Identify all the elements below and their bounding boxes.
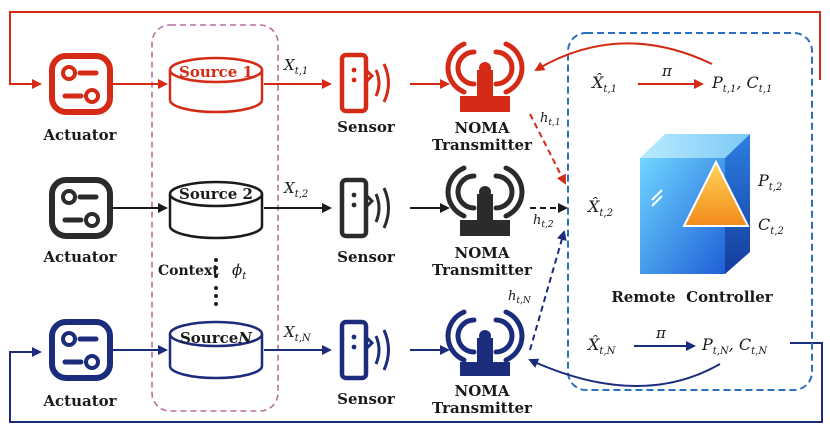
output-label: Pt,N, Ct,N [701,335,768,357]
output-label: Pt,1, Ct,1 [711,73,772,95]
return-arc-1 [534,42,713,72]
context-label: Context [158,263,219,279]
feedback-loop-rowN [9,342,823,423]
feedback-loop-row1 [9,11,821,89]
ellipsis-dots [214,258,218,306]
controller-box [567,32,813,391]
database-cylinder-icon [168,56,264,114]
transmitter-label-line1: NOMA [454,119,509,137]
sensor-wave-icon [339,52,390,114]
signal-label: Xt,N [283,323,312,344]
channel-label: ht,2 [533,213,554,230]
controller-label: Remote Controller [611,288,773,306]
transmitter-label-line2: Transmitter [432,399,533,417]
radio-tower-icon [445,309,525,376]
channel-label: ht,1 [540,111,561,128]
signal-label: Xt,2 [283,179,308,200]
sensor-wave-icon [339,177,390,239]
context-box [151,24,279,412]
server-tower-icon [640,134,750,274]
output-label-c: Ct,2 [758,215,784,237]
transmitter-label-line2: Transmitter [432,136,533,154]
estimate-label: X̂t,2 [586,197,613,219]
estimate-label: X̂t,1 [590,73,617,95]
policy-label: π [655,324,667,342]
return-arc-n [528,358,721,388]
channel-label: ht,N [508,289,532,306]
sensor-label: Sensor [337,390,396,408]
signal-label: Xt,1 [283,56,308,77]
actuator-icon [49,177,113,239]
sensor-wave-icon [339,319,390,381]
output-label-p: Pt,2 [757,171,782,193]
transmitter-label-line2: Transmitter [432,261,533,279]
transmitter-label-line1: NOMA [454,244,509,262]
transmitter-label-line1: NOMA [454,382,509,400]
source-label: Source 1 [179,63,253,81]
context-symbol: ϕt [232,261,247,282]
radio-tower-icon [445,165,525,236]
channel-arrow-n [529,230,567,351]
policy-label: π [661,62,673,80]
estimate-label: X̂t,N [586,335,617,357]
radio-tower-icon [445,41,525,112]
actuator-label: Actuator [42,392,117,410]
source-label: Source 2 [179,185,253,203]
actuator-icon [49,53,113,115]
row-2: Actuator Source 2 Xt,2 Sensor [42,165,784,279]
channel-arrow-1 [529,113,566,185]
sensor-label: Sensor [337,248,396,266]
actuator-label: Actuator [42,126,117,144]
actuator-icon [49,319,113,381]
row-1: Actuator Source 1 Xt,1 Sensor [42,41,772,185]
actuator-label: Actuator [42,248,117,266]
database-cylinder-icon [168,320,264,380]
row-n: Actuator SourceN Xt,N Sensor [42,230,768,417]
sensor-label: Sensor [337,118,396,136]
source-label: SourceN [180,329,253,347]
database-cylinder-icon [168,180,264,240]
